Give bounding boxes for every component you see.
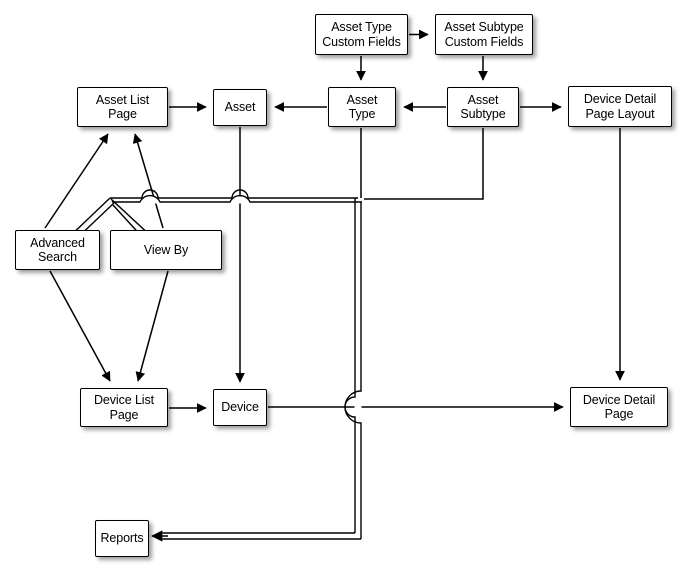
bus-rail-top [110, 189, 358, 199]
node-asset-subtype-custom-fields[interactable]: Asset Subtype Custom Fields [435, 14, 533, 55]
node-label: Device [221, 400, 259, 415]
node-label: Asset Type [346, 92, 378, 122]
bus-rail-bottom [112, 194, 362, 203]
node-label: Device List Page [93, 393, 155, 422]
node-label: Asset List Page [95, 92, 150, 122]
node-label: Device Detail Page Layout [583, 92, 657, 121]
node-asset-type[interactable]: Asset Type [328, 87, 396, 127]
node-device-detail-page[interactable]: Device Detail Page [570, 387, 668, 427]
node-asset[interactable]: Asset [213, 89, 267, 126]
bus-rail-left-vertical [344, 198, 356, 533]
edge-advanced-search-to-device-list-page [49, 270, 111, 382]
node-view-by[interactable]: View By [110, 230, 222, 270]
node-asset-list-page[interactable]: Asset List Page [77, 87, 168, 127]
edge-view-by-to-asset-list-page [132, 133, 164, 229]
node-label: View By [143, 242, 189, 257]
node-label: Asset [224, 100, 256, 115]
node-asset-subtype[interactable]: Asset Subtype [447, 87, 519, 127]
node-device-detail-page-layout[interactable]: Device Detail Page Layout [568, 86, 672, 127]
node-advanced-search[interactable]: Advanced Search [15, 230, 100, 270]
edge-asset-subtype-to-bus [364, 128, 484, 200]
edge-view-by-to-device-list-page [135, 270, 169, 382]
node-device[interactable]: Device [213, 389, 267, 426]
node-device-list-page[interactable]: Device List Page [80, 388, 168, 427]
edge-advanced-search-to-asset-list-page [44, 133, 109, 229]
node-reports[interactable]: Reports [95, 520, 149, 557]
node-asset-type-custom-fields[interactable]: Asset Type Custom Fields [315, 14, 408, 55]
bus-rail-right-vertical [344, 202, 362, 539]
node-label: Reports [100, 531, 144, 546]
node-label: Device Detail Page [582, 392, 656, 422]
node-label: Advanced Search [30, 235, 85, 265]
node-label: Asset Subtype Custom Fields [444, 20, 524, 49]
node-label: Asset Type Custom Fields [322, 20, 401, 49]
node-label: Asset Subtype [460, 92, 506, 122]
